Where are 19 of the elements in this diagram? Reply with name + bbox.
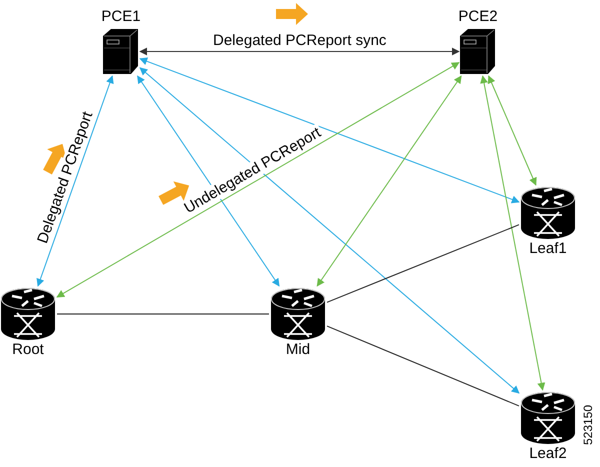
node-label: PCE1 <box>101 8 141 26</box>
arrow <box>488 75 537 186</box>
link-line <box>326 326 520 406</box>
node-label: Mid <box>286 341 310 359</box>
link-line <box>326 224 520 303</box>
arrow <box>139 67 520 394</box>
node-label: Root <box>12 341 44 359</box>
node-label: Leaf2 <box>529 445 567 463</box>
arrow <box>316 75 462 287</box>
node-label: PCE2 <box>458 8 498 26</box>
arrow <box>56 62 460 298</box>
arrow <box>36 75 114 287</box>
arrow <box>139 58 520 204</box>
arrow <box>139 48 460 56</box>
node-label: Leaf1 <box>529 240 567 258</box>
figure-number: 523150 <box>581 404 596 446</box>
arrow <box>137 75 280 287</box>
edge-label: Delegated PCReport sync <box>211 32 388 49</box>
arrow <box>480 75 546 391</box>
